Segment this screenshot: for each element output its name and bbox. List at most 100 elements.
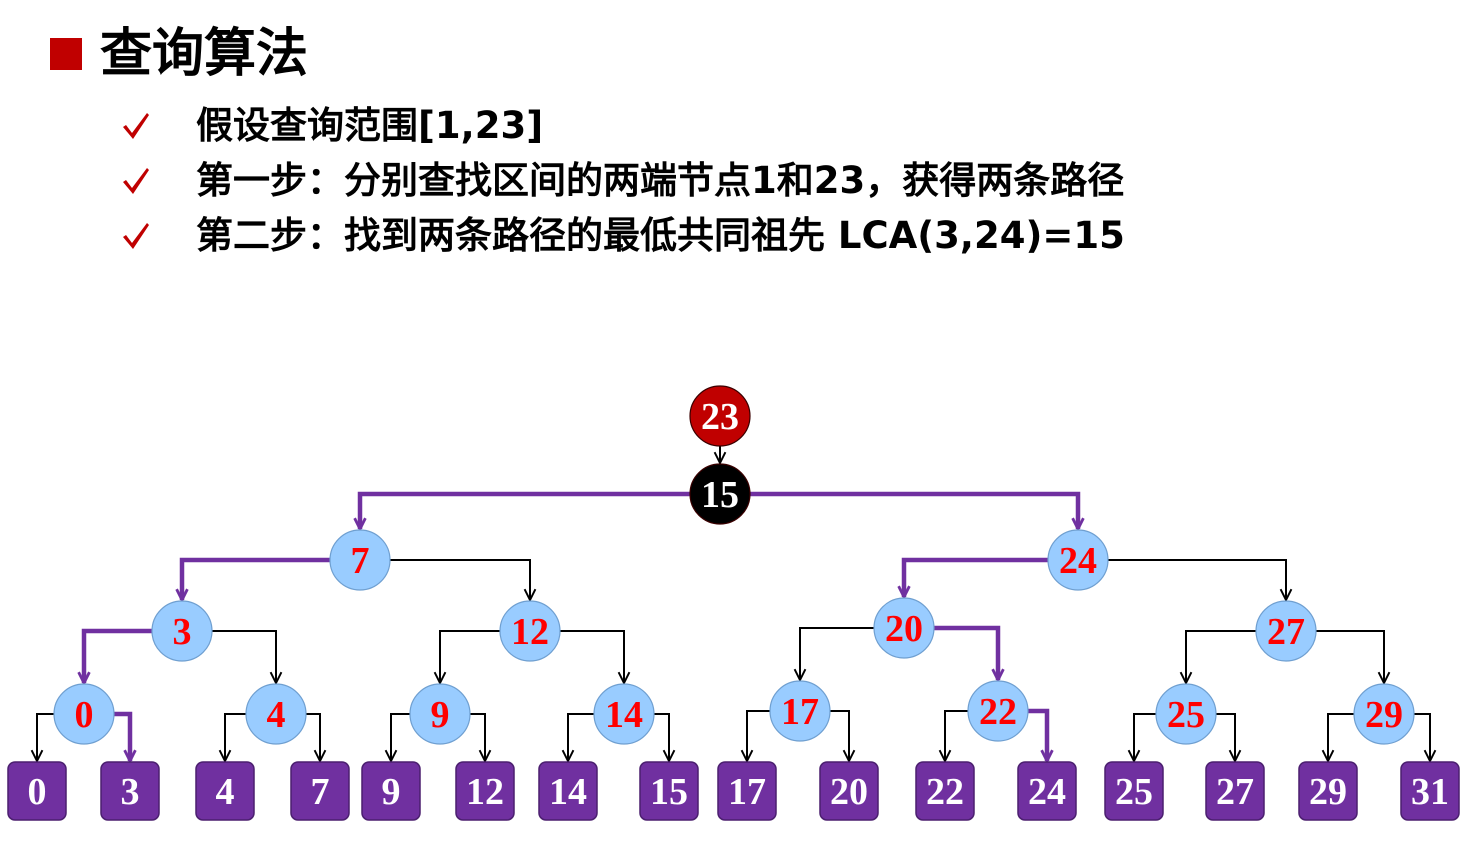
leaf-box	[455, 761, 515, 821]
tree-top-node: 23	[689, 385, 751, 447]
tree-edge	[386, 559, 530, 600]
tree-edge	[1312, 630, 1384, 683]
check-shape	[123, 113, 149, 139]
leaf-box	[717, 761, 777, 821]
inner-node-29: 29	[1353, 683, 1415, 745]
tree-edge	[1104, 559, 1286, 600]
leaf-node-31: 31	[1400, 761, 1460, 821]
tree-edge	[37, 713, 58, 761]
node-label: 3	[121, 771, 140, 813]
leaf-box	[915, 761, 975, 821]
node-label: 7	[351, 540, 370, 582]
node-label: 7	[311, 771, 330, 813]
leaf-box	[1205, 761, 1265, 821]
tree-edge	[225, 713, 250, 761]
tree-edge	[945, 710, 972, 761]
node-label: 14	[605, 694, 643, 736]
leaf-box	[1104, 761, 1164, 821]
node-circle	[1155, 683, 1217, 745]
leaf-box	[819, 761, 879, 821]
leaf-node-27: 27	[1205, 761, 1265, 821]
node-label: 14	[549, 771, 587, 813]
bullet-item: 第一步：分别查找区间的两端节点1和23，获得两条路径	[0, 156, 1400, 206]
inner-node-4: 4	[245, 683, 307, 745]
check-icon	[123, 113, 149, 139]
leaf-node-20: 20	[819, 761, 879, 821]
tree-edge	[466, 713, 485, 761]
tree-edge	[440, 630, 504, 683]
node-label: 27	[1267, 611, 1305, 653]
leaf-node-14: 14	[538, 761, 598, 821]
node-circle	[873, 597, 935, 659]
leaf-box	[1298, 761, 1358, 821]
bullet-text: 第一步：分别查找区间的两端节点1和23，获得两条路径	[196, 159, 1125, 202]
check-shape	[123, 223, 149, 249]
slide-title: 查询算法	[100, 24, 309, 84]
node-label: 23	[701, 396, 739, 438]
tree-edge	[1186, 630, 1260, 683]
check-shape	[123, 168, 149, 194]
tree-edge	[208, 630, 276, 683]
leaf-node-3: 3	[100, 761, 160, 821]
tree-edge	[1134, 713, 1160, 761]
inner-node-12: 12	[499, 600, 561, 662]
highlighted-path-edge	[110, 711, 130, 761]
node-label: 3	[173, 611, 192, 653]
bullet-text: 假设查询范围[1,23]	[196, 104, 544, 147]
tree-edge	[650, 713, 669, 761]
leaf-box	[1400, 761, 1460, 821]
inner-node-0: 0	[53, 683, 115, 745]
tree-root-node: 15	[689, 463, 751, 525]
node-label: 22	[979, 691, 1017, 733]
leaf-node-12: 12	[455, 761, 515, 821]
leaf-box	[290, 761, 350, 821]
node-circle	[1353, 683, 1415, 745]
inner-node-20: 20	[873, 597, 935, 659]
node-label: 29	[1365, 694, 1403, 736]
node-label: 17	[781, 691, 819, 733]
node-label: 4	[216, 771, 235, 813]
tree-edge	[1328, 713, 1358, 761]
leaf-node-25: 25	[1104, 761, 1164, 821]
bullet-item: 第二步：找到两条路径的最低共同祖先 LCA(3,24)=15	[0, 211, 1400, 261]
tree-edge	[568, 713, 598, 761]
node-label: 20	[830, 771, 868, 813]
bullet-text: 第二步：找到两条路径的最低共同祖先 LCA(3,24)=15	[196, 214, 1125, 257]
highlighted-path-edge	[360, 491, 694, 529]
inner-node-3: 3	[151, 600, 213, 662]
node-circle	[593, 683, 655, 745]
node-label: 4	[267, 694, 286, 736]
leaf-box	[7, 761, 67, 821]
inner-node-17: 17	[769, 680, 831, 742]
inner-node-14: 14	[593, 683, 655, 745]
inner-node-7: 7	[329, 529, 391, 591]
bullet-item: 假设查询范围[1,23]	[0, 101, 1400, 151]
leaf-node-9: 9	[361, 761, 421, 821]
square-bullet-icon	[50, 38, 82, 70]
tree-edge	[826, 710, 849, 761]
node-circle	[53, 683, 115, 745]
tree-edge	[747, 710, 774, 761]
node-label: 9	[431, 694, 450, 736]
inner-node-9: 9	[409, 683, 471, 745]
inner-node-24: 24	[1047, 529, 1109, 591]
highlighted-path-edge	[904, 557, 1052, 597]
node-label: 12	[511, 611, 549, 653]
leaf-node-15: 15	[639, 761, 699, 821]
node-label: 12	[466, 771, 504, 813]
leaf-box	[361, 761, 421, 821]
leaf-box	[538, 761, 598, 821]
check-icon	[123, 168, 149, 194]
node-label: 22	[926, 771, 964, 813]
highlighted-path-edge	[746, 491, 1078, 529]
leaf-node-4: 4	[195, 761, 255, 821]
node-circle	[499, 600, 561, 662]
tree-edge	[302, 713, 320, 761]
node-label: 9	[382, 771, 401, 813]
node-circle	[151, 600, 213, 662]
node-circle	[245, 683, 307, 745]
node-label: 24	[1059, 540, 1097, 582]
inner-node-25: 25	[1155, 683, 1217, 745]
